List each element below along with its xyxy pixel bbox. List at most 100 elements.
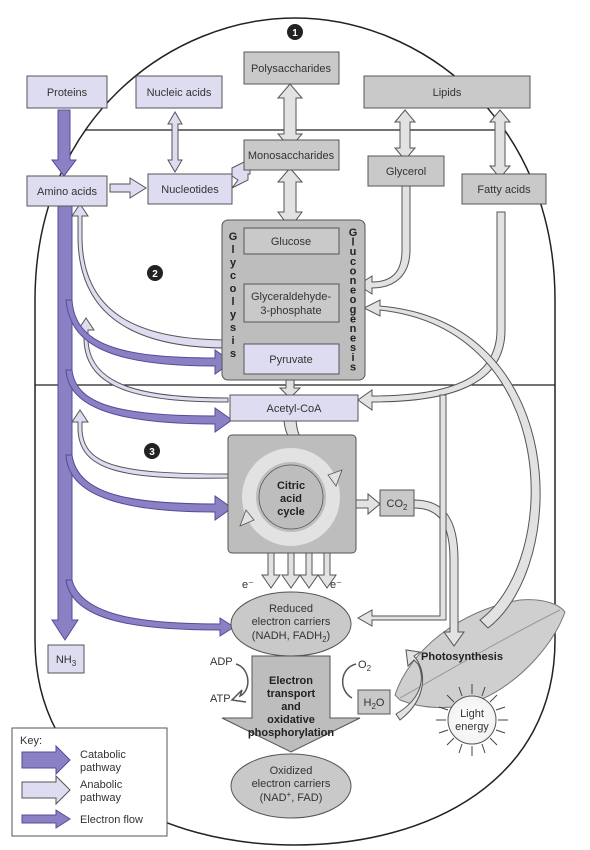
legend-anabolic-swatch bbox=[21, 774, 71, 806]
glyco-letters-letter: i bbox=[231, 335, 234, 347]
gluco-letters-letter: e bbox=[350, 285, 356, 297]
e-minus-right: e⁻ bbox=[330, 579, 342, 591]
svg-text:Key:: Key: bbox=[20, 735, 42, 747]
node-citric-acid-cycle: Citric acid cycle bbox=[277, 480, 305, 518]
node-monosaccharides: Monosaccharides bbox=[243, 139, 340, 171]
svg-text:Anabolic: Anabolic bbox=[80, 779, 123, 791]
node-h2o: H2O bbox=[357, 689, 391, 715]
svg-text:Fatty acids: Fatty acids bbox=[477, 184, 531, 196]
leaf-vein bbox=[399, 609, 561, 699]
adp-label: ADP bbox=[210, 656, 233, 668]
node-acetyl-coa: Acetyl-CoA bbox=[229, 394, 359, 422]
glyco-letters-letter: s bbox=[230, 322, 236, 334]
svg-text:acid: acid bbox=[280, 493, 302, 505]
glyco-letters-letter: l bbox=[231, 296, 234, 308]
gluco-letters-letter: u bbox=[350, 246, 357, 258]
svg-text:Lipids: Lipids bbox=[433, 87, 462, 99]
photosynthesis-label: Photosynthesis bbox=[421, 651, 503, 663]
citric-center bbox=[258, 464, 324, 530]
catabolic-arrows bbox=[51, 109, 235, 641]
e-minus-left: e⁻ bbox=[242, 579, 254, 591]
svg-text:3-phosphate: 3-phosphate bbox=[260, 305, 321, 317]
gluco-letters-letter: G bbox=[349, 227, 358, 239]
svg-text:(NAD+, FAD): (NAD+, FAD) bbox=[260, 790, 323, 804]
node-proteins: Proteins bbox=[26, 75, 108, 109]
node-fatty-acids: Fatty acids bbox=[461, 173, 547, 205]
svg-text:2: 2 bbox=[152, 269, 158, 280]
atp-label: ATP bbox=[210, 693, 231, 705]
svg-text:Reduced: Reduced bbox=[269, 603, 313, 615]
svg-text:Amino acids: Amino acids bbox=[37, 186, 97, 198]
gluco-letters-letter: i bbox=[351, 352, 354, 364]
gluco-letters-letter: g bbox=[350, 304, 357, 316]
gluco-letters-letter: c bbox=[350, 256, 356, 268]
gluco-letters-letter: s bbox=[350, 342, 356, 354]
legend-catabolic-swatch bbox=[21, 744, 71, 776]
gluco-letters-letter: e bbox=[350, 333, 356, 345]
adp-atp-arrow bbox=[230, 663, 249, 703]
node-polysaccharides: Polysaccharides bbox=[243, 51, 340, 85]
svg-text:Glyceraldehyde-: Glyceraldehyde- bbox=[251, 291, 331, 303]
gluco-letters-letter: o bbox=[350, 265, 357, 277]
etc-funnel bbox=[221, 655, 361, 753]
node-nucleic-acids: Nucleic acids bbox=[135, 75, 223, 109]
svg-text:Oxidized: Oxidized bbox=[270, 765, 313, 777]
gluco-letters-letter: n bbox=[350, 323, 357, 335]
o2-h2o-arrow bbox=[342, 663, 357, 699]
svg-text:CO2: CO2 bbox=[387, 498, 409, 512]
glyco-letters-letter: G bbox=[229, 231, 238, 243]
svg-text:Proteins: Proteins bbox=[47, 87, 88, 99]
node-nh3: NH3 bbox=[47, 644, 85, 674]
svg-text:transport: transport bbox=[267, 688, 316, 700]
svg-text:Acetyl-CoA: Acetyl-CoA bbox=[266, 403, 322, 415]
node-glycerol: Glycerol bbox=[367, 155, 445, 187]
glyco-letters-letter: y bbox=[230, 257, 237, 269]
gluco-letters-letter: l bbox=[351, 237, 354, 249]
glyco-letters-letter: l bbox=[231, 244, 234, 256]
stage-marker-1: 1 bbox=[287, 24, 303, 40]
gluco-letters-letter: e bbox=[350, 313, 356, 325]
svg-text:Pyruvate: Pyruvate bbox=[269, 354, 312, 366]
svg-text:cycle: cycle bbox=[277, 506, 305, 518]
citric-cycle-ring bbox=[242, 448, 340, 546]
svg-text:Catabolic: Catabolic bbox=[80, 749, 126, 761]
cell-outline bbox=[34, 17, 556, 846]
legend: Key: Catabolic pathway Anabolic pathway … bbox=[11, 727, 168, 837]
node-amino-acids: Amino acids bbox=[26, 175, 108, 207]
svg-text:electron carriers: electron carriers bbox=[252, 616, 331, 628]
svg-text:oxidative: oxidative bbox=[267, 714, 315, 726]
anabolic-arrows bbox=[71, 111, 251, 479]
node-oxidized-carriers: Oxidized electron carriers (NAD+, FAD) bbox=[230, 753, 352, 819]
gluco-letters-letter: n bbox=[350, 275, 357, 287]
node-co2: CO2 bbox=[379, 489, 415, 517]
svg-text:Electron flow: Electron flow bbox=[80, 814, 143, 826]
glyco-letters-letter: o bbox=[230, 283, 237, 295]
o2-label: O2 bbox=[358, 659, 372, 673]
svg-text:Electron: Electron bbox=[269, 675, 313, 687]
stage-marker-3: 3 bbox=[144, 443, 160, 459]
node-reduced-carriers: Reduced electron carriers (NADH, FADH2) bbox=[230, 591, 352, 657]
svg-text:(NADH, FADH2): (NADH, FADH2) bbox=[252, 630, 330, 644]
svg-text:NH3: NH3 bbox=[56, 654, 77, 668]
gluco-letters-letter: o bbox=[350, 294, 357, 306]
citric-cycle-arrowhead bbox=[327, 469, 343, 487]
svg-text:phosphorylation: phosphorylation bbox=[248, 727, 334, 739]
legend-electron-swatch bbox=[21, 809, 71, 829]
svg-text:and: and bbox=[281, 701, 301, 713]
svg-text:Polysaccharides: Polysaccharides bbox=[251, 63, 332, 75]
glyco-letters-letter: y bbox=[230, 309, 237, 321]
svg-text:Nucleic acids: Nucleic acids bbox=[147, 87, 212, 99]
svg-text:Citric: Citric bbox=[277, 480, 305, 492]
svg-text:energy: energy bbox=[455, 721, 489, 733]
svg-text:Monosaccharides: Monosaccharides bbox=[248, 150, 335, 162]
gluco-letters-letter: s bbox=[350, 361, 356, 373]
node-etc: Electron transport and oxidative phospho… bbox=[248, 675, 334, 739]
sun-icon: Light energy bbox=[436, 684, 508, 756]
glyco-letters-letter: s bbox=[230, 348, 236, 360]
svg-text:Glycerol: Glycerol bbox=[386, 166, 426, 178]
node-lipids: Lipids bbox=[363, 75, 531, 109]
node-pyruvate: Pyruvate bbox=[243, 343, 340, 375]
